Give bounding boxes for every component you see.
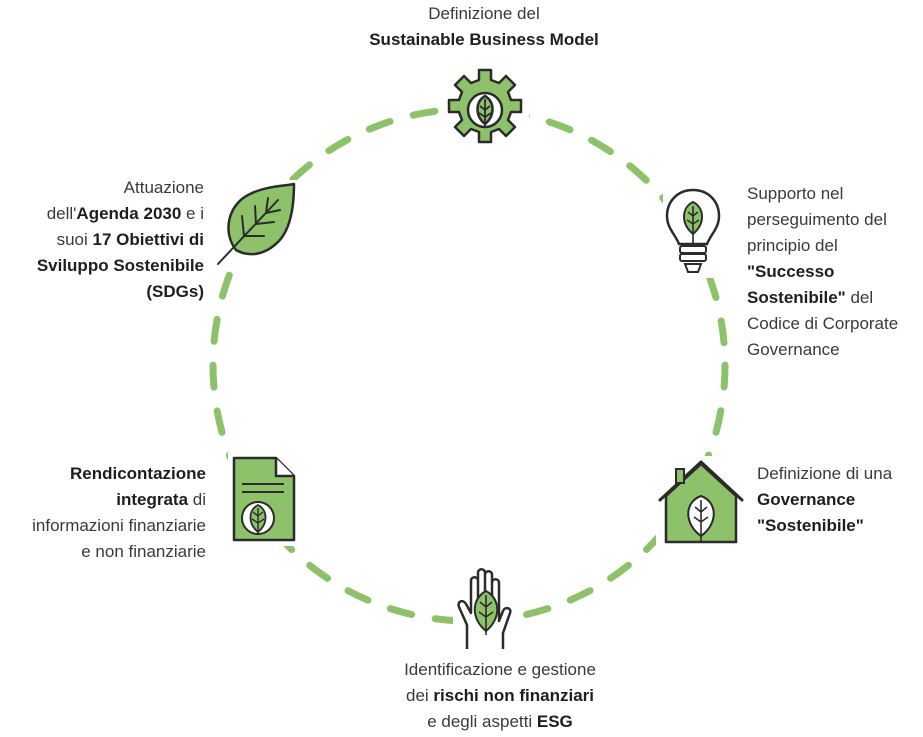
agenda-line2-pre: dell' xyxy=(46,204,77,223)
rischi-line1: Identificazione e gestione xyxy=(404,660,596,679)
rendicontazione-line3: informazioni finanziarie xyxy=(32,516,206,535)
rischi-line2-bold: rischi non finanziari xyxy=(433,686,594,705)
successo-line7: Governance xyxy=(747,340,840,359)
hand-leaf-icon xyxy=(453,563,519,653)
step-label-business-model: Definizione del Sustainable Business Mod… xyxy=(340,1,628,53)
rischi-line3-pre: e degli aspetti xyxy=(427,712,537,731)
rendicontazione-line1: Rendicontazione xyxy=(69,464,206,483)
step-label-successo-sostenibile: Supporto nel perseguimento del principio… xyxy=(747,181,923,363)
successo-line5-bold: Sostenibile" xyxy=(747,288,846,307)
agenda-line3-bold: 17 Obiettivi di xyxy=(92,230,204,249)
rendicontazione-line2-rest: di xyxy=(188,490,206,509)
successo-line1: Supporto nel xyxy=(747,184,844,203)
agenda-line2-bold: Agenda 2030 xyxy=(76,204,182,223)
rendicontazione-line2-bold: integrata xyxy=(116,490,189,509)
lightbulb-leaf-icon xyxy=(663,186,723,278)
governance-line2: Governance xyxy=(757,490,856,509)
agenda-line1: Attuazione xyxy=(123,178,204,197)
successo-line2: perseguimento del xyxy=(747,210,887,229)
document-leaf-icon xyxy=(228,452,298,546)
step-label-rischi: Identificazione e gestione dei rischi no… xyxy=(330,657,670,735)
step-label-rendicontazione: Rendicontazione integrata di informazion… xyxy=(0,461,206,565)
step-label-governance: Definizione di una Governance "Sostenibi… xyxy=(757,461,923,539)
rischi-line3-bold: ESG xyxy=(536,712,573,731)
business-model-line1: Definizione del xyxy=(428,4,540,23)
agenda-line2-rest: e i xyxy=(181,204,204,223)
agenda-line3-pre: suoi xyxy=(56,230,93,249)
successo-line3: principio del xyxy=(747,236,838,255)
rischi-line2-pre: dei xyxy=(405,686,434,705)
leaf-icon xyxy=(214,180,298,266)
business-model-line2: Sustainable Business Model xyxy=(369,30,599,49)
successo-line4: "Successo xyxy=(747,262,835,281)
governance-line3: "Sostenibile" xyxy=(757,516,864,535)
successo-line6: Codice di Corporate xyxy=(747,314,899,333)
governance-line1: Definizione di una xyxy=(757,464,893,483)
gear-leaf-icon xyxy=(441,66,529,154)
successo-line5-rest: del xyxy=(845,288,874,307)
house-leaf-icon xyxy=(656,456,746,546)
agenda-line4: Sviluppo Sostenibile xyxy=(36,256,204,275)
rendicontazione-line4: e non finanziarie xyxy=(81,542,206,561)
agenda-line5: (SDGs) xyxy=(146,282,204,301)
step-label-agenda-2030: Attuazione dell'Agenda 2030 e i suoi 17 … xyxy=(0,175,204,305)
